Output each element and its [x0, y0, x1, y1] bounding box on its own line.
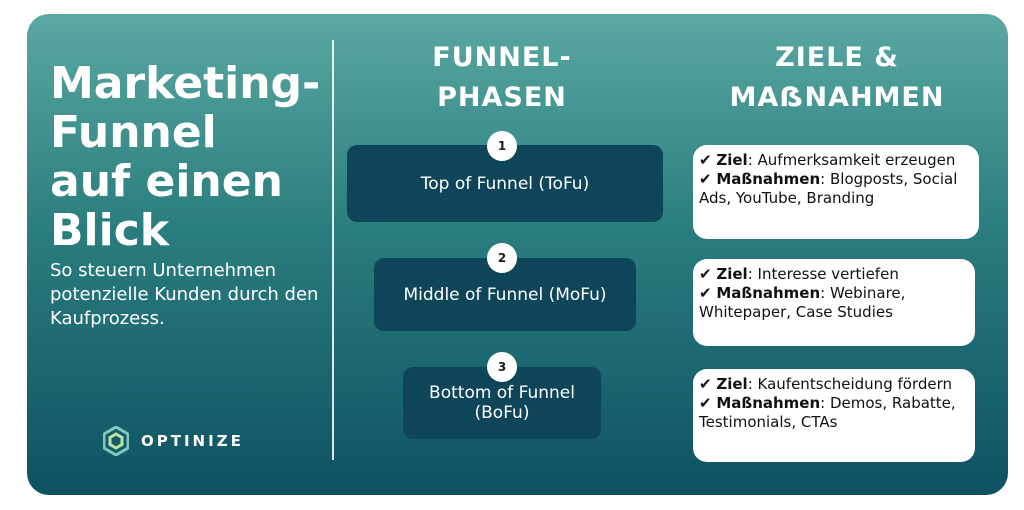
- goal-card-bofu: ✔ Ziel: Kaufentscheidung fördern ✔ Maßna…: [693, 369, 975, 462]
- goal-label: Ziel: [716, 375, 748, 393]
- check-icon: ✔: [699, 284, 712, 302]
- goal-text: : Aufmerksamkeit erzeugen: [747, 151, 956, 169]
- measures-text: : Demos, Rabatte, Testimonials, CTAs: [699, 394, 956, 431]
- infographic-card: Marketing- Funnel auf einen Blick So ste…: [27, 14, 1008, 495]
- check-icon: ✔: [699, 265, 712, 283]
- phase-number-badge: 3: [487, 352, 517, 382]
- measures-label: Maßnahmen: [716, 170, 821, 188]
- brand-logo: OPTINIZE: [103, 426, 244, 456]
- goal-card-tofu: ✔ Ziel: Aufmerksamkeit erzeugen ✔ Maßnah…: [693, 145, 979, 239]
- check-icon: ✔: [699, 394, 712, 412]
- phase-number-badge: 1: [487, 131, 517, 161]
- check-icon: ✔: [699, 151, 712, 169]
- phase-box-bofu: Bottom of Funnel (BoFu): [403, 367, 601, 439]
- subtitle: So steuern Unternehmen potenzielle Kunde…: [50, 260, 319, 329]
- phase-label: Bottom of Funnel (BoFu): [429, 383, 575, 423]
- check-icon: ✔: [699, 375, 712, 393]
- goal-text: : Interesse vertiefen: [747, 265, 899, 283]
- goal-label: Ziel: [716, 151, 748, 169]
- phase-number-badge: 2: [487, 243, 517, 273]
- goal-card-mofu: ✔ Ziel: Interesse vertiefen ✔ Maßnahmen:…: [693, 259, 975, 346]
- phase-label: Top of Funnel (ToFu): [420, 173, 590, 194]
- goal-label: Ziel: [716, 265, 748, 283]
- page-title: Marketing- Funnel auf einen Blick: [50, 58, 321, 256]
- phases-heading: FUNNEL- PHASEN: [432, 42, 572, 113]
- measures-label: Maßnahmen: [716, 284, 821, 302]
- check-icon: ✔: [699, 170, 712, 188]
- measures-label: Maßnahmen: [716, 394, 821, 412]
- logo-text: OPTINIZE: [141, 432, 244, 450]
- hexagon-logo-icon: [103, 426, 129, 456]
- phase-label: Middle of Funnel (MoFu): [403, 284, 607, 305]
- measures-text: : Webinare, Whitepaper, Case Studies: [699, 284, 906, 321]
- column-divider: [332, 40, 334, 460]
- goal-text: : Kaufentscheidung fördern: [747, 375, 953, 393]
- goals-heading: ZIELE & MAẞNAHMEN: [729, 42, 945, 113]
- measures-text: : Blogposts, Social Ads, YouTube, Brandi…: [699, 170, 958, 207]
